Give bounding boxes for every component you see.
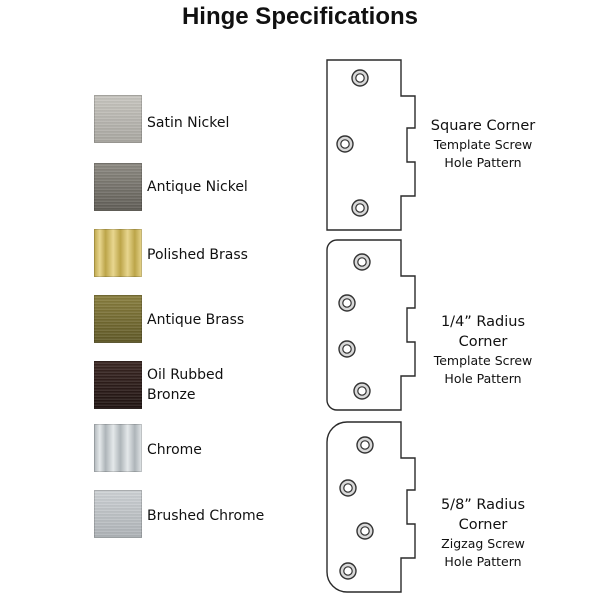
swatch-antique-brass — [94, 295, 142, 343]
hinge-caption-line1: Square Corner — [430, 118, 536, 134]
hinge-caption-line3: Hole Pattern — [444, 155, 522, 170]
screw-hole-icon — [339, 479, 357, 497]
hinge-caption-line1: 5/8” Radius Corner — [440, 497, 526, 533]
swatch-brushed-chrome — [94, 490, 142, 538]
swatch-polished-brass — [94, 229, 142, 277]
screw-hole-icon — [353, 253, 371, 271]
hinge-caption-line3: Hole Pattern — [444, 554, 522, 569]
page-title: Hinge Specifications — [181, 3, 419, 30]
finish-label-oil-rubbed-bronze: Oil Rubbed Bronze — [147, 367, 224, 403]
finish-label-brushed-chrome: Brushed Chrome — [147, 508, 265, 524]
swatch-antique-nickel — [94, 163, 142, 211]
finish-label-chrome: Chrome — [147, 442, 202, 458]
finish-label-antique-brass: Antique Brass — [147, 312, 245, 328]
hinge-caption-line2: Template Screw — [433, 353, 533, 368]
screw-hole-icon — [336, 135, 354, 153]
screw-hole-icon — [338, 294, 356, 312]
swatch-chrome — [94, 424, 142, 472]
hinge-caption-line2: Zigzag Screw — [441, 536, 525, 551]
hinge-caption-line2: Template Screw — [433, 137, 533, 152]
screw-hole-icon — [353, 382, 371, 400]
hinge-square-corner-diagram — [326, 59, 416, 231]
hinge-five-eighths-radius-corner-diagram — [326, 421, 416, 593]
hinge-caption-quarter-radius: 1/4” Radius Corner Template Screw Hole P… — [418, 312, 548, 388]
hinge-caption-line3: Hole Pattern — [444, 371, 522, 386]
screw-hole-icon — [338, 340, 356, 358]
hinge-caption-line1: 1/4” Radius Corner — [440, 314, 526, 350]
screw-hole-icon — [351, 199, 369, 217]
finish-label-polished-brass: Polished Brass — [147, 247, 248, 263]
swatch-satin-nickel — [94, 95, 142, 143]
hinge-caption-square-corner: Square Corner Template Screw Hole Patter… — [418, 116, 548, 172]
screw-hole-icon — [356, 522, 374, 540]
finish-label-satin-nickel: Satin Nickel — [147, 115, 230, 131]
hinge-caption-five-eighths-radius: 5/8” Radius Corner Zigzag Screw Hole Pat… — [418, 495, 548, 571]
finish-label-antique-nickel: Antique Nickel — [147, 179, 248, 195]
swatch-oil-rubbed-bronze — [94, 361, 142, 409]
screw-hole-icon — [356, 436, 374, 454]
screw-hole-icon — [339, 562, 357, 580]
screw-hole-icon — [351, 69, 369, 87]
hinge-quarter-radius-corner-diagram — [326, 239, 416, 411]
